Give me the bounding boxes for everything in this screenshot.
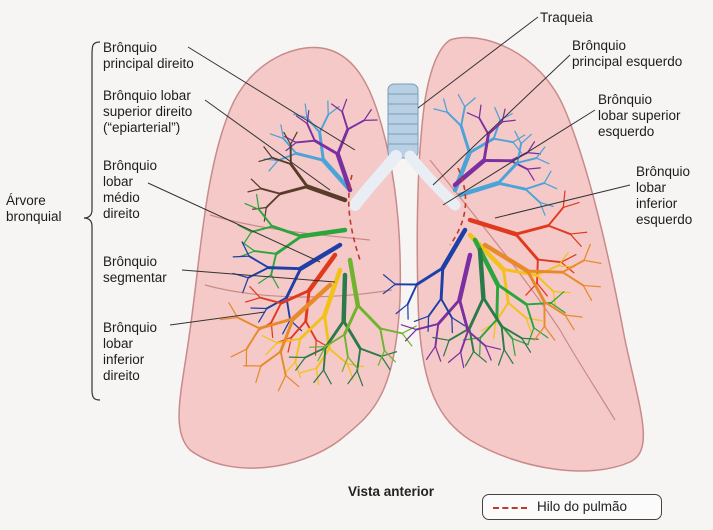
right-lung [179,48,400,469]
bronchus-branch [528,271,563,272]
label-left-main-bronchus: Brônquio principal esquerdo [572,38,682,70]
label-right-middle-lobar-bronchus: Brônquio lobar médio direito [103,158,157,222]
label-right-main-bronchus: Brônquio principal direito [103,40,194,72]
bronchus-branch [344,275,345,321]
bronchial-tree-group-label: Árvore bronquial [6,193,62,225]
label-left-upper-lobar-bronchus: Brônquio lobar superior esquerdo [598,92,681,140]
label-right-upper-lobar-bronchus: Brônquio lobar superior direito (“epiart… [103,88,192,136]
bronchus-branch [310,347,326,348]
label-trachea: Traqueia [540,10,593,26]
group-label-line-2: bronquial [6,209,62,225]
legend-label: Hilo do pulmão [537,499,627,514]
group-brace [84,42,100,400]
bronchus-branch [497,285,498,320]
bronchus-branch [441,268,443,299]
bronchus-branch [268,268,300,269]
legend-dashed-line [493,507,527,509]
bronchus-branch [452,317,453,332]
group-label-line-1: Árvore [6,193,62,209]
bronchus-branch [251,308,267,309]
bronchus-branch [233,256,249,257]
label-segmental-bronchus: Brônquio segmentar [103,254,167,286]
trachea [388,84,418,158]
label-right-lower-lobar-bronchus: Brônquio lobar inferior direito [103,320,157,384]
label-left-lower-lobar-bronchus: Brônquio lobar inferior esquerdo [636,164,692,228]
legend: Hilo do pulmão [482,494,662,520]
view-caption: Vista anterior [348,484,434,499]
bronchus-branch [408,284,417,304]
